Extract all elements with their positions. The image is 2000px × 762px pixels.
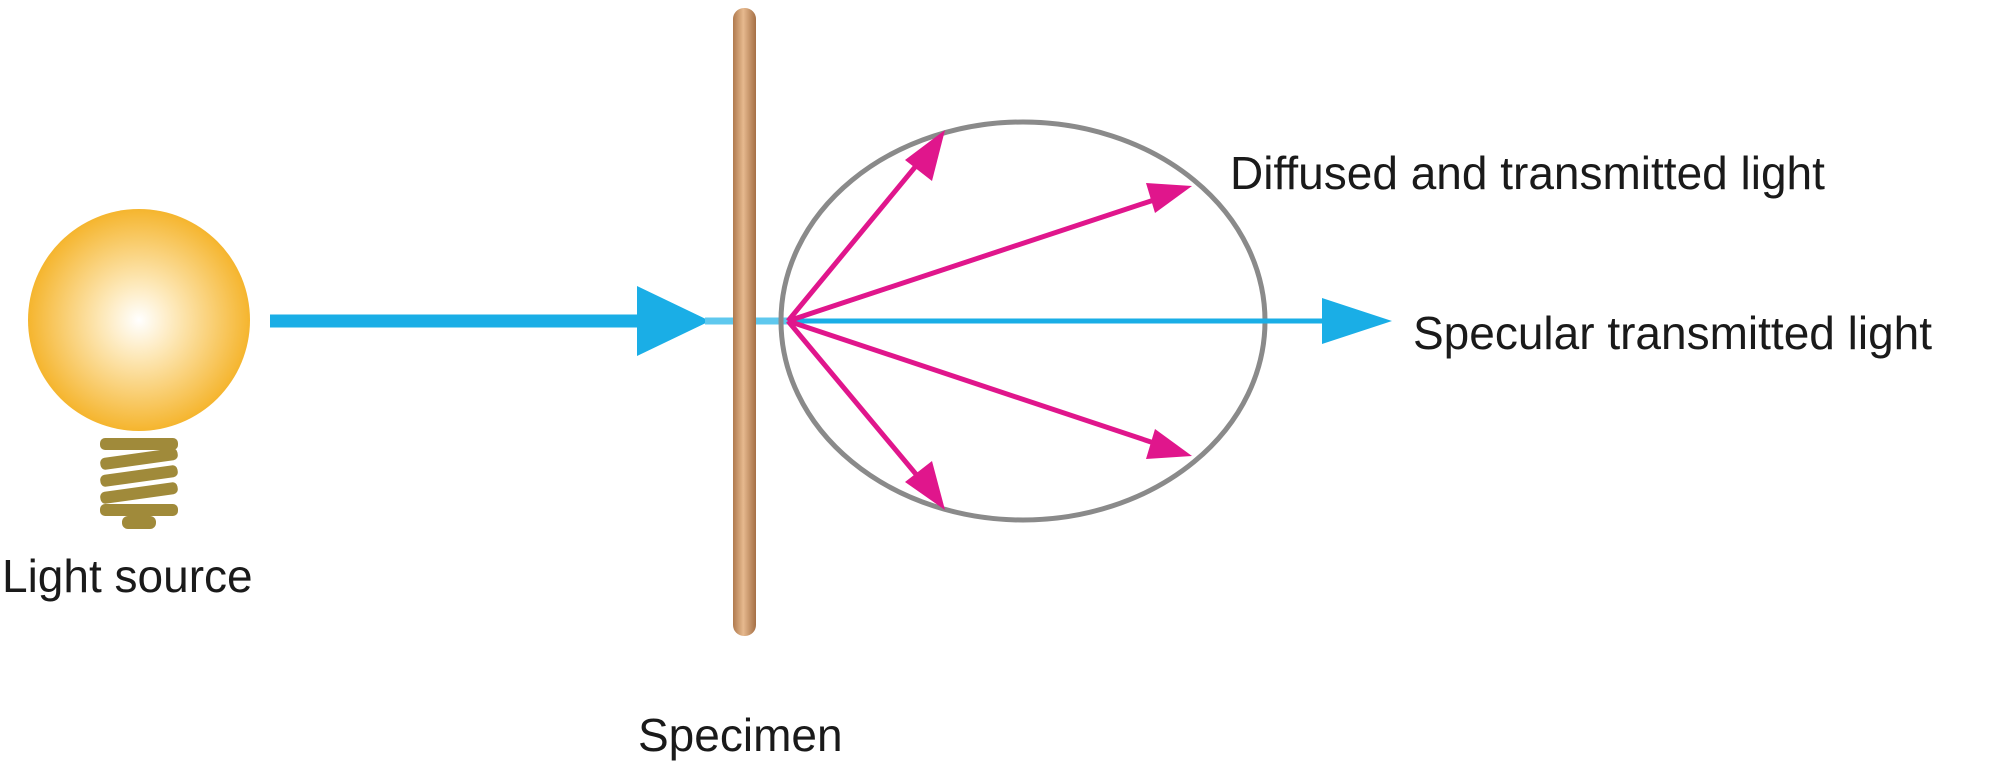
diffuse-arrows xyxy=(786,130,1192,510)
diffused-light-label: Diffused and transmitted light xyxy=(1230,147,1825,199)
specimen-rod xyxy=(733,8,756,636)
incident-beam-arrow xyxy=(270,286,710,356)
bulb-glass xyxy=(28,209,250,431)
specular-transmitted-arrow xyxy=(790,298,1392,344)
light-source-label: Light source xyxy=(2,550,253,602)
bulb-base xyxy=(100,438,178,529)
light-bulb-icon xyxy=(28,209,250,529)
diffuse-arrow-up-shallow xyxy=(787,183,1192,324)
diffuse-arrow-down-shallow xyxy=(787,318,1192,459)
specimen-label: Specimen xyxy=(638,709,843,761)
specular-light-label: Specular transmitted light xyxy=(1413,307,1933,359)
diffuse-arrow-down-steep xyxy=(786,319,945,510)
diffuse-arrow-up-steep xyxy=(786,130,945,323)
